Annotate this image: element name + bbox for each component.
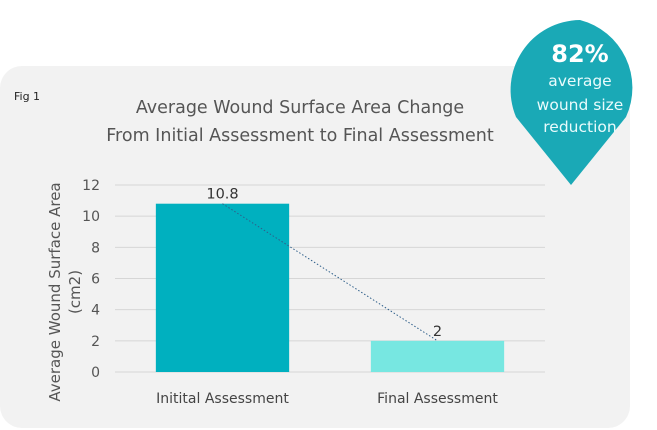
badge-caption-line-2: wound size <box>536 96 624 114</box>
badge-pin-shape <box>510 20 633 185</box>
x-category-label: Final Assessment <box>377 391 498 407</box>
chart-title-line-1: Average Wound Surface Area Change <box>135 98 465 118</box>
y-axis-label-line-2: (cm2) <box>66 270 84 314</box>
data-label: 10.8 <box>206 187 238 203</box>
y-tick-label: 8 <box>91 240 100 256</box>
badge-caption-line-3: reduction <box>543 118 617 136</box>
figure-label: Fig 1 <box>14 90 41 103</box>
x-category-label: Initital Assessment <box>156 391 289 407</box>
y-tick-label: 12 <box>82 178 100 194</box>
bar <box>370 340 505 372</box>
y-tick-label: 10 <box>82 209 100 225</box>
y-axis-label-line-1: Average Wound Surface Area <box>46 182 64 401</box>
y-tick-label: 6 <box>91 272 100 288</box>
data-label: 2 <box>433 324 442 340</box>
y-tick-label: 0 <box>91 365 100 381</box>
badge-caption-line-1: average <box>548 72 612 90</box>
y-tick-label: 4 <box>91 303 100 319</box>
chart-title-line-2: From Initial Assessment to Final Assessm… <box>106 126 494 146</box>
badge-percentage: 82% <box>551 40 609 68</box>
y-tick-label: 2 <box>91 334 100 350</box>
trendline <box>222 203 438 342</box>
